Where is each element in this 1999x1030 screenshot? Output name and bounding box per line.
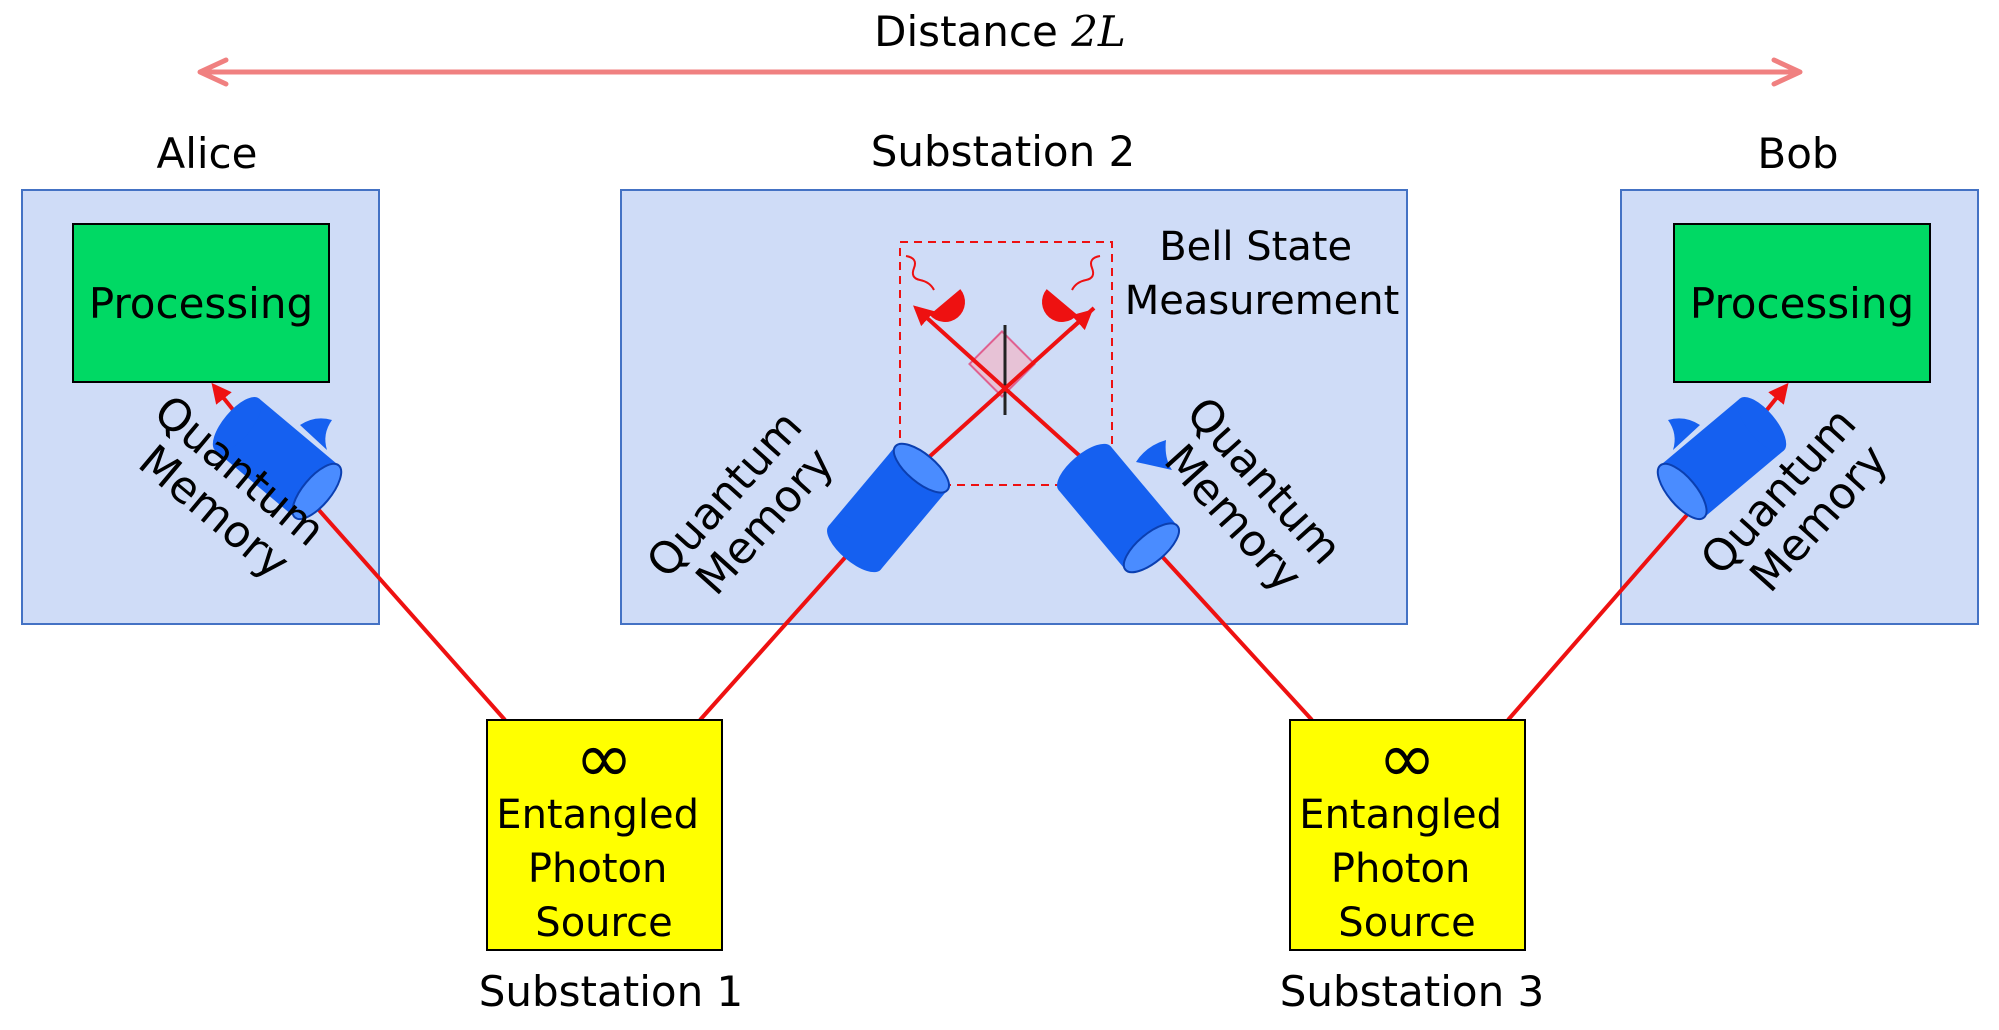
- photon-path-source1-sub2: [698, 550, 852, 722]
- substation-2-station: [620, 189, 1408, 625]
- detector-right-signal: [1071, 255, 1101, 291]
- beam-splitter: [968, 330, 1036, 398]
- alice-processing-box: [72, 223, 330, 383]
- detector-left-signal: [905, 255, 935, 291]
- bob-memory-tail: [1668, 418, 1700, 450]
- bob-label: Bob: [1757, 129, 1838, 178]
- bsm-region: [899, 241, 1113, 486]
- bsm-beam-right: [913, 305, 1084, 460]
- bob-processing-label: Processing: [1690, 279, 1914, 328]
- sub2-right-memory-tail: [1136, 440, 1172, 470]
- substation-3-label: Substation 3: [1280, 967, 1545, 1016]
- distance-arrow-right-head: [1771, 57, 1803, 87]
- bsm-beam-left: [926, 306, 1096, 460]
- bob-processing-box: [1673, 223, 1931, 383]
- bsm-label: Bell State Measurement: [1125, 224, 1400, 324]
- source-3-infinity: ∞: [1378, 717, 1436, 799]
- source-1-label: Entangled Photon Source: [496, 792, 711, 946]
- alice-label: Alice: [156, 129, 257, 178]
- photon-path-source3-bob: [1506, 498, 1702, 722]
- source-1-infinity: ∞: [575, 717, 633, 799]
- source-3-label: Entangled Photon Source: [1299, 792, 1514, 946]
- source-3-box: [1289, 719, 1526, 951]
- distance-arrow-left-head: [197, 57, 229, 87]
- alice-processing-label: Processing: [89, 279, 313, 328]
- alice-memory-tail: [300, 418, 332, 450]
- source-1-box: [486, 719, 723, 951]
- distance-label: Distance 2L: [874, 7, 1126, 56]
- photon-path-source1-alice: [308, 498, 507, 722]
- photon-path-source3-sub2: [1156, 550, 1314, 722]
- substation-1-label: Substation 1: [479, 967, 744, 1016]
- bsm-beam-left-arrow: [1068, 309, 1093, 332]
- substation-2-label: Substation 2: [871, 127, 1136, 176]
